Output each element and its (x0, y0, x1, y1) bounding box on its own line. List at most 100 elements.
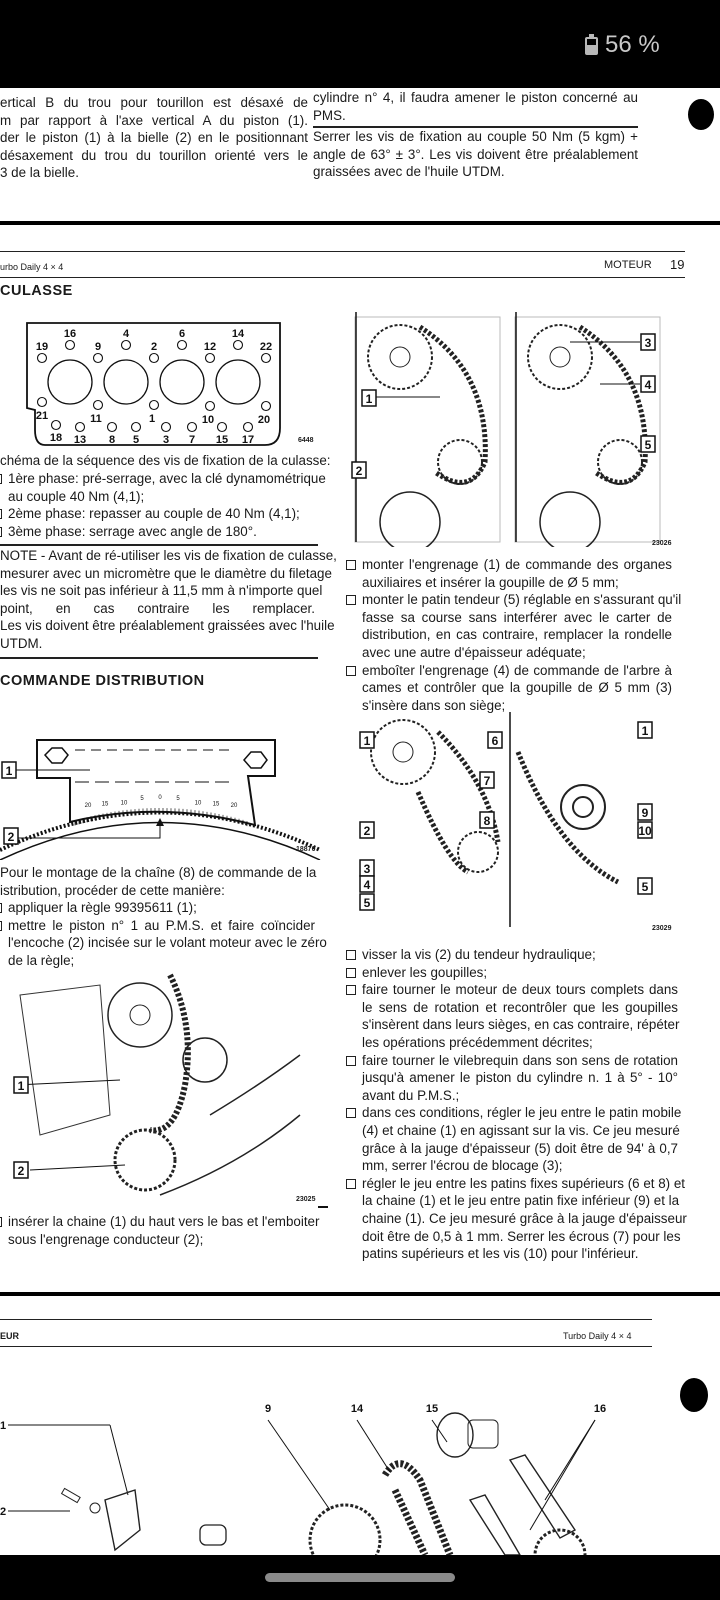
callout-number: 4 (645, 378, 652, 392)
timing-chain (418, 324, 488, 485)
callout-number: 2 (18, 1164, 25, 1178)
callout-number: 9 (265, 1403, 271, 1415)
leader-line (431, 1419, 448, 1443)
hand-outline (159, 1054, 301, 1196)
bolt-hole-number: 3 (163, 434, 169, 446)
insert-list: insérer la chaine (1) du haut vers le ba… (0, 1213, 320, 1248)
header-rule (0, 1319, 652, 1320)
text-line: insérer la chaine (1) du haut vers le ba… (8, 1214, 320, 1229)
text-line: auxiliaires et insérer la goupille de Ø … (362, 574, 619, 590)
gear-part (533, 1528, 587, 1555)
scale-label: 20 (85, 803, 92, 809)
timing-chain (149, 973, 191, 1134)
callout-number: 6 (492, 734, 499, 748)
text-line: fasse sa course sans interférer avec le … (362, 609, 672, 625)
pin-part (199, 1524, 227, 1546)
text-line: régler le jeu entre les patins fixes sup… (362, 1175, 686, 1191)
gear (379, 491, 441, 547)
text-line: de la règle; (8, 952, 75, 968)
checkbox-bullet-icon (346, 967, 356, 978)
leader-line (529, 1419, 596, 1531)
gear (370, 719, 436, 785)
tensioner-gear (560, 784, 606, 830)
text-line: PMS. (313, 107, 346, 123)
list-item: monter l'engrenage (1) de commande des o… (346, 556, 672, 591)
callout-number: 5 (645, 438, 652, 452)
panel (514, 316, 661, 543)
guide-part (508, 1454, 577, 1539)
checkbox-bullet-icon (346, 950, 356, 960)
punch-hole-mark (680, 1378, 708, 1412)
mount-intro: Pour le montage de la chaîne (8) de comm… (0, 864, 317, 899)
bolt-hole-number: 2 (151, 341, 157, 353)
list-item: mettre le piston n° 1 au P.M.S. et faire… (0, 917, 327, 970)
text-line: enlever les goupilles; (362, 964, 488, 980)
scale-label: 15 (102, 802, 109, 808)
callout-box (487, 731, 503, 749)
leader-line (356, 1419, 391, 1473)
text-line: chaine (1). Ce jeu mesuré grâce à la jau… (362, 1210, 687, 1226)
home-gesture-handle[interactable] (265, 1573, 455, 1582)
callout-number: 2 (0, 1506, 6, 1518)
text-line: monter le patin tendeur (5) réglable en … (362, 592, 682, 608)
text-line: mettre le piston n° 1 au P.M.S. et faire… (8, 917, 315, 933)
callout-box (13, 1076, 29, 1094)
callout-box (479, 811, 495, 829)
callout-number: 9 (642, 806, 649, 820)
bolt-hole-number: 16 (64, 328, 76, 340)
timing-chain (578, 324, 648, 485)
bolt-hole (148, 352, 160, 364)
text-line: (4) et chaine (1) en agissant sur la vis… (362, 1122, 680, 1138)
bolt-hole-number: 12 (204, 341, 216, 353)
bolt-hole-number: 13 (74, 434, 86, 446)
text-line: monter l'engrenage (1) de commande des o… (362, 557, 672, 572)
checkbox-bullet-icon (346, 985, 356, 996)
leader-line (267, 1419, 331, 1511)
list-item: visser la vis (2) du tendeur hydraulique… (346, 946, 678, 964)
bolt-hole (106, 421, 118, 433)
cylinder-bore (47, 359, 93, 405)
bracket-part (104, 1489, 141, 1552)
callout-number: 2 (8, 830, 15, 844)
figure-number: 23025 (296, 1196, 316, 1203)
text-line: les opérations précédemment décrites; (362, 1034, 593, 1050)
checkbox-bullet-icon (0, 526, 2, 537)
text-line: visser la vis (2) du tendeur hydraulique… (362, 947, 596, 962)
callout-number: 4 (364, 878, 371, 892)
callout-box (351, 461, 367, 479)
text-line: s'insèrent dans leurs sièges, en cas con… (362, 1017, 680, 1033)
text-line: distribution, en cas contraire, remplace… (362, 627, 672, 643)
text-line: graissées avec de l'huile UTDM. (313, 164, 505, 180)
gear-hub (129, 1004, 151, 1026)
text-line: patins supérieurs et les vis (10) pour l… (362, 1246, 639, 1262)
text-line: s'insère dans son siège; (362, 697, 506, 713)
checkbox-bullet-icon (0, 474, 2, 484)
bolt-hole-number: 8 (109, 434, 115, 446)
bolt-hole-number: 4 (123, 328, 130, 340)
gear (539, 491, 601, 547)
text-line: la chaine (1) et le jeu entre patin fixe… (362, 1193, 680, 1209)
callout-box (640, 375, 656, 393)
callout-box (359, 893, 375, 911)
page1-right-paragraph-bottom: Serrer les vis de fixation au couple 50 … (313, 128, 638, 181)
callout-box (637, 821, 653, 839)
bolt-hole-number: 21 (36, 410, 48, 422)
text-line: 3ème phase: serrage avec angle de 180°. (8, 523, 257, 539)
callout-number: 3 (364, 862, 371, 876)
checkbox-bullet-icon (0, 920, 2, 931)
bolt-hole (92, 399, 104, 411)
checkbox-bullet-icon (0, 1217, 2, 1227)
text-line: appliquer la règle 99395611 (1); (8, 900, 197, 915)
bolt-hole-number: 1 (149, 413, 155, 425)
running-header-section: MOTEUR (604, 259, 652, 271)
running-header-title: urbo Daily 4 × 4 (0, 262, 64, 272)
checkbox-bullet-icon (346, 665, 356, 676)
bolt-hole-number: 17 (242, 434, 254, 446)
bolt-hole-number: 10 (202, 414, 214, 426)
camshaft-part (467, 1419, 499, 1449)
chain-part (381, 1460, 454, 1555)
text-line: Pour le montage de la chaîne (8) de comm… (0, 865, 317, 880)
page-separator (0, 1292, 720, 1296)
list-item: appliquer la règle 99395611 (1); (0, 899, 315, 917)
